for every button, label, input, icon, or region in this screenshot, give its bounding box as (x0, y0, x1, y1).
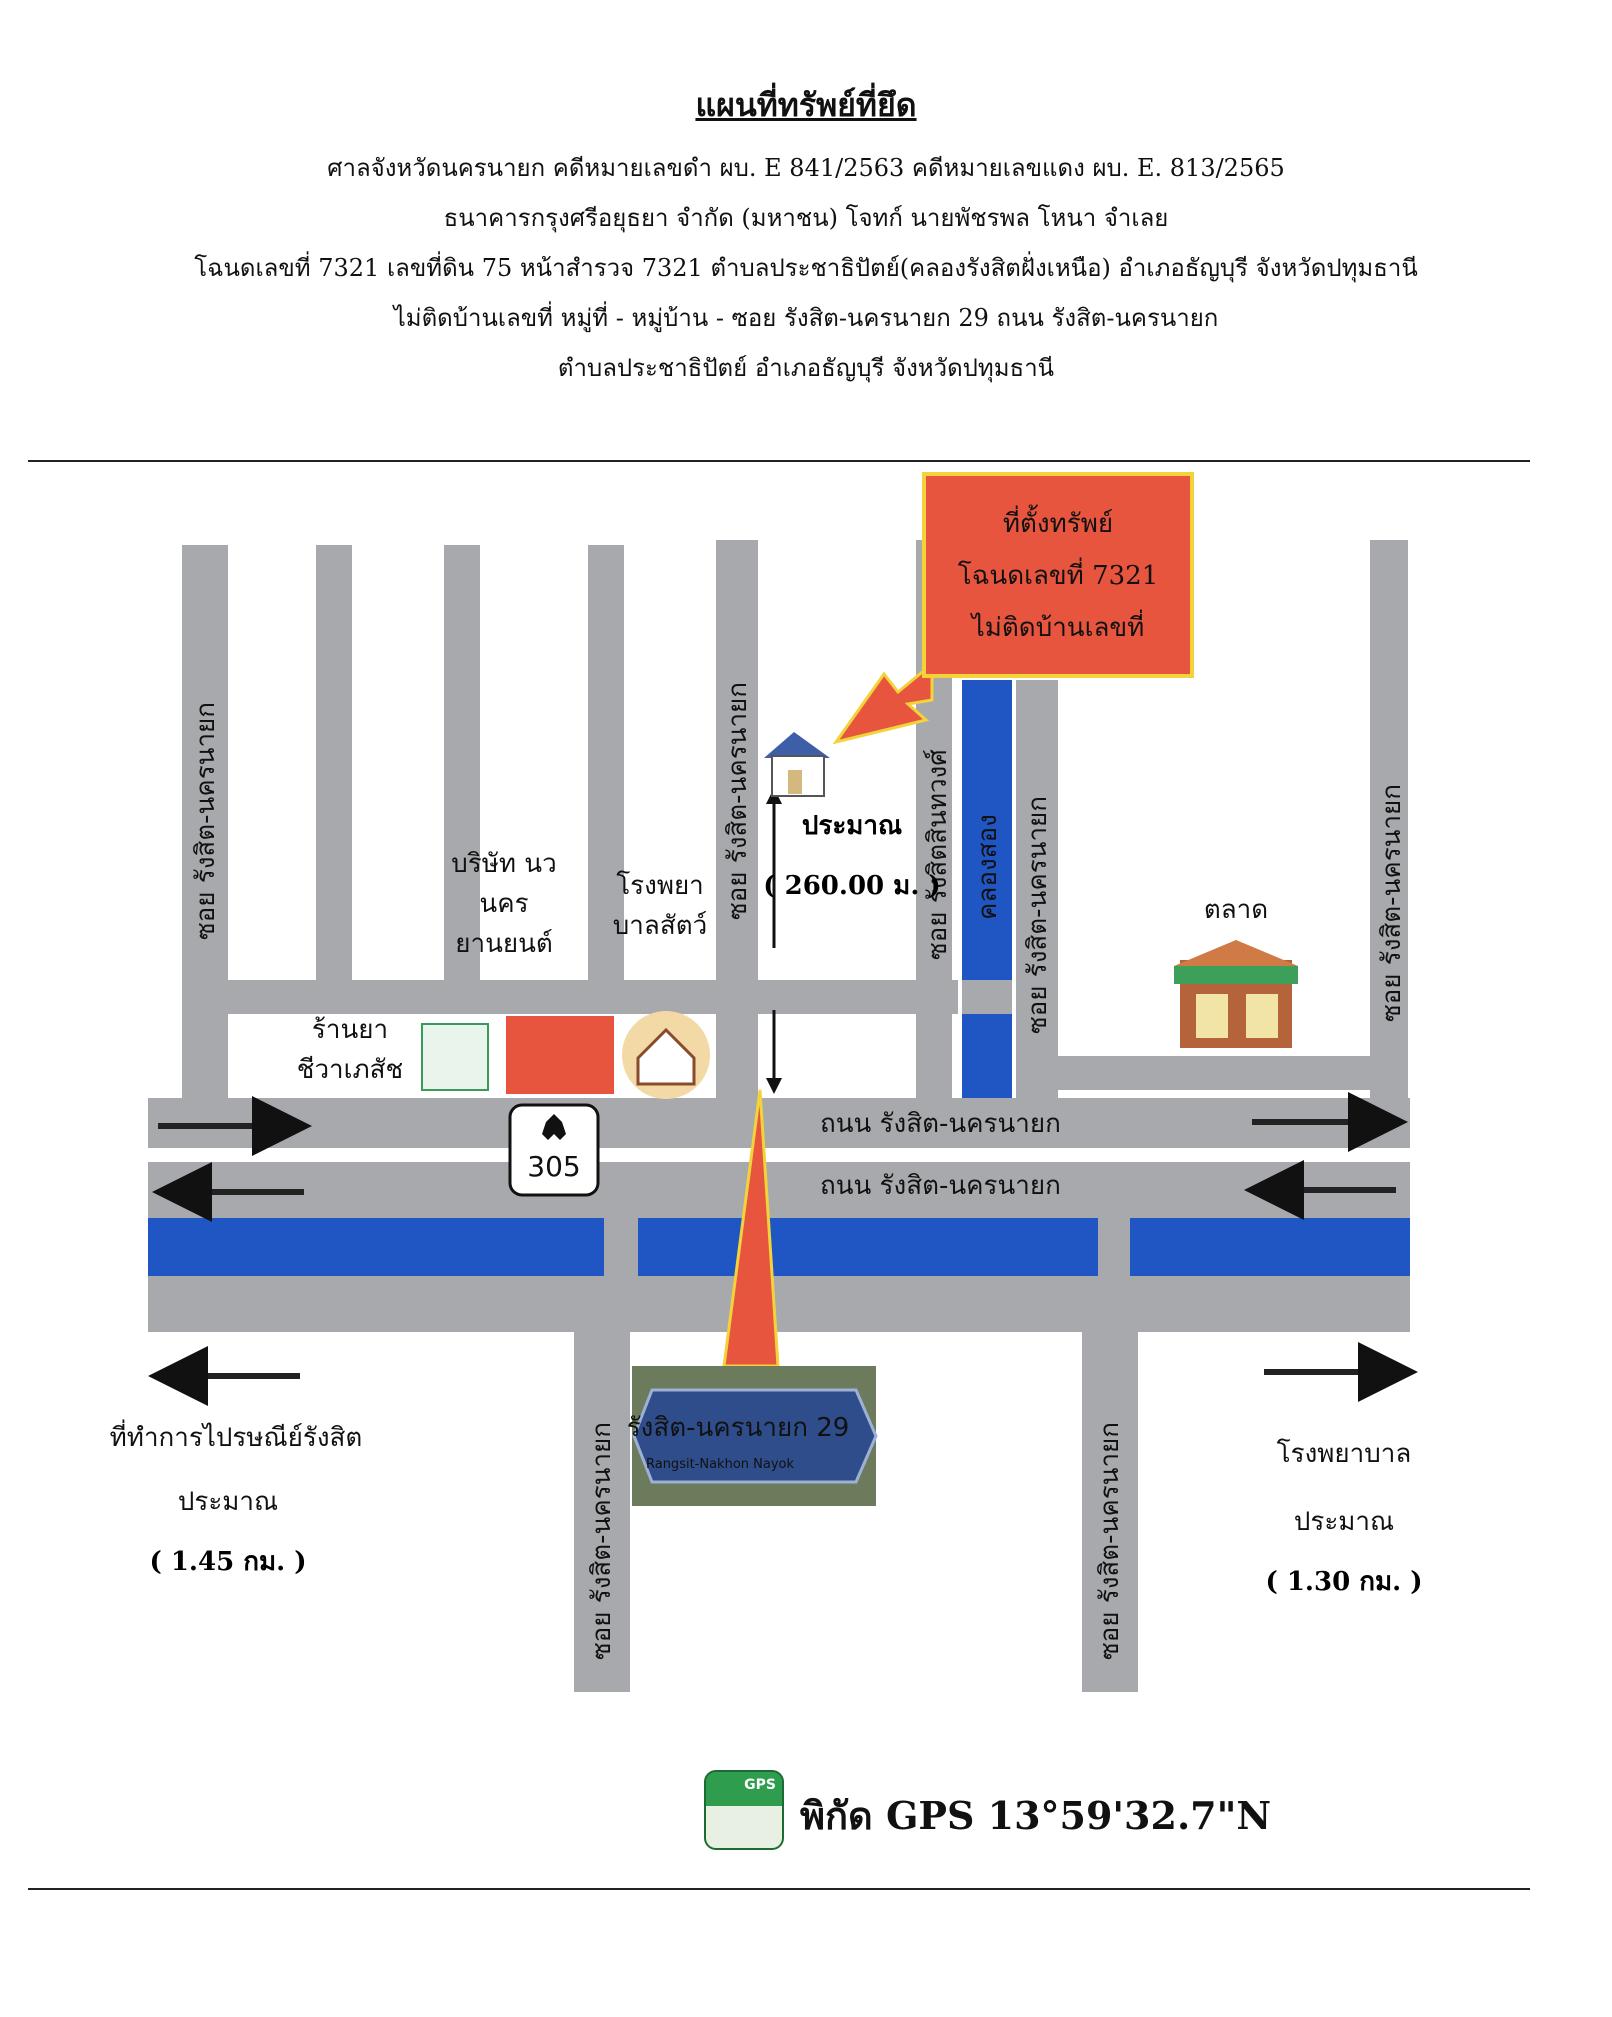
market-label: ตลาด (1204, 895, 1268, 925)
distance-label: ประมาณ (802, 811, 902, 841)
canal-label: คลองสอง (973, 814, 1003, 920)
case-info-line: ศาลจังหวัดนครนายก คดีหมายเลขดำ ผบ. E 841… (327, 154, 1285, 182)
post-office-distance: ( 1.45 กม. ) (149, 1547, 306, 1577)
company-label: นคร (479, 889, 528, 919)
address-line: ไม่ติดบ้านเลขที่ หมู่ที่ - หมู่บ้าน - ซอ… (393, 304, 1219, 332)
distance-arrow-head (766, 1078, 782, 1094)
company-logo-icon (506, 1016, 614, 1094)
route-number: 305 (527, 1150, 580, 1183)
callout-arrow (832, 660, 934, 745)
callout-line: โฉนดเลขที่ 7321 (958, 557, 1159, 591)
canal-vertical (962, 680, 1012, 1100)
pharmacy-label: ร้านยา (312, 1015, 388, 1045)
canal-horizontal (148, 1218, 604, 1276)
parties-line: ธนาคารกรุงศรีอยุธยา จำกัด (มหาชน) โจทก์ … (443, 204, 1169, 232)
sign-en-text: Rangsit-Nakhon Nayok (646, 1457, 794, 1472)
pharmacy-icon (421, 1023, 489, 1091)
side-roads-north (182, 540, 1408, 1100)
canal-horizontal (638, 1218, 1098, 1276)
soi-label: ซอย รังสิต-นครนายก (1023, 796, 1053, 1034)
route-shield (508, 1103, 600, 1197)
hospital-approx: ประมาณ (1294, 1507, 1394, 1537)
top-divider (28, 460, 1530, 462)
soi-sinthawong-label: ซอย รังสิตสินทวงศ์ (923, 749, 953, 960)
market-lane (1058, 1056, 1408, 1090)
gps-coordinates: พิกัด GPS 13°59'32.7"N (800, 1793, 1272, 1838)
district-line: ตำบลประชาธิปัตย์ อำเภอธัญบุรี จังหวัดปทุ… (557, 354, 1055, 382)
distance-value: ( 260.00 ม. ) (763, 871, 940, 901)
property-house-icon (764, 732, 830, 797)
bottom-divider (28, 1888, 1530, 1890)
company-label: ยานยนต์ (455, 929, 553, 959)
main-road-lower (148, 1162, 1410, 1212)
soi-29-label: ซอย รังสิต-นครนายก (723, 682, 753, 920)
market-icon (1174, 940, 1298, 1048)
post-office-approx: ประมาณ (178, 1487, 278, 1517)
soi-south (574, 1330, 630, 1692)
garuda-icon (542, 1114, 566, 1140)
soi-label: ซอย รังสิต-นครนายก (1377, 784, 1407, 1022)
deed-info-line: โฉนดเลขที่ 7321 เลขที่ดิน 75 หน้าสำรวจ 7… (194, 254, 1418, 282)
canal-horizontal (1130, 1218, 1410, 1276)
vet-label: บาลสัตว์ (613, 911, 707, 941)
soi-road (444, 545, 480, 985)
canal-bridge (962, 980, 1012, 1014)
pharmacy-label: ชีวาเภสัช (297, 1055, 403, 1085)
main-road-label: ถนน รังสิต-นครนายก (820, 1109, 1061, 1139)
callout-line: ไม่ติดบ้านเลขที่ (970, 609, 1145, 643)
hospital-label: โรงพยาบาล (1277, 1438, 1412, 1469)
main-road-upper (148, 1098, 1410, 1148)
property-callout (922, 472, 1194, 678)
map-title: แผนที่ทรัพย์ที่ยึด (695, 86, 917, 124)
soi-south (1082, 1330, 1138, 1692)
callout-line: ที่ตั้งทรัพย์ (1003, 504, 1113, 539)
main-road-label: ถนน รังสิต-นครนายก (820, 1171, 1061, 1201)
company-label: บริษัท นว (451, 849, 556, 879)
soi-29-sign: รังสิต-นครนายก 29 Rangsit-Nakhon Nayok (627, 1366, 878, 1506)
vet-label: โรงพยา (616, 870, 704, 901)
soi-road (1016, 680, 1058, 1100)
soi-road (316, 545, 352, 985)
soi-road (1370, 540, 1408, 1100)
gps-badge: GPS (706, 1772, 782, 1806)
gps-app-icon: GPS (704, 1770, 784, 1850)
post-office-label: ที่ทำการไปรษณีย์รังสิต (110, 1419, 363, 1453)
soi-road (588, 545, 624, 985)
hospital-distance: ( 1.30 กม. ) (1265, 1567, 1422, 1597)
sign-thai-text: รังสิต-นครนายก 29 (627, 1413, 850, 1443)
soi-label: ซอย รังสิต-นครนายก (587, 1422, 617, 1660)
soi-label: ซอย รังสิต-นครนายก (1095, 1422, 1125, 1660)
soi-label: ซอย รังสิต-นครนายก (191, 702, 221, 940)
frontage-lane (182, 980, 958, 1014)
